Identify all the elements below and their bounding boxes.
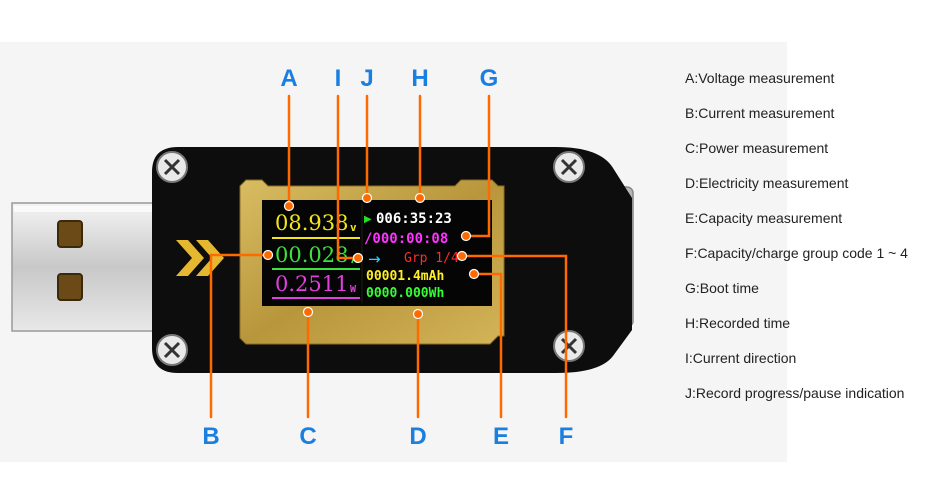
leader-dots <box>262 192 480 320</box>
screw-bottom-left <box>156 334 188 366</box>
legend-item-f: F:Capacity/charge group code 1 ~ 4 <box>685 245 908 261</box>
record-time: 006:35:23 <box>376 211 452 227</box>
dot-a <box>283 200 295 212</box>
callout-b: B <box>202 423 219 450</box>
dot-h <box>414 192 426 204</box>
callout-j: J <box>360 65 373 92</box>
group-code: Grp 1/4 <box>404 251 459 266</box>
callout-c: C <box>299 423 316 450</box>
dot-c <box>302 306 314 318</box>
screw-top-left <box>156 151 188 183</box>
callout-letters: A B C D E F G H I J <box>202 65 573 450</box>
legend-item-a: A:Voltage measurement <box>685 70 835 86</box>
legend-item-i: I:Current direction <box>685 350 797 366</box>
leader-b <box>209 253 270 419</box>
leader-i <box>336 94 360 260</box>
callout-a: A <box>280 65 297 92</box>
capacity-reading: 00001.4mAh <box>366 269 444 284</box>
legend-item-b: B:Current measurement <box>685 105 835 121</box>
dot-e <box>468 268 480 280</box>
power-reading: 0.2511 <box>275 272 348 296</box>
screw-top-right <box>553 151 585 183</box>
callout-d: D <box>409 423 426 450</box>
legend-item-e: E:Capacity measurement <box>685 210 843 226</box>
usb-pin-top <box>57 220 83 248</box>
leader-g <box>466 94 491 238</box>
legend-item-d: D:Electricity measurement <box>685 175 849 191</box>
leader-lines <box>209 94 568 419</box>
usb-a-plug <box>11 202 163 332</box>
current-reading: 00.028 <box>275 243 348 267</box>
callout-g: G <box>480 65 499 92</box>
dot-d <box>412 308 424 320</box>
record-indicator-icon: ▶ <box>364 214 372 225</box>
callout-e: E <box>493 423 509 450</box>
usb-pin-bottom <box>57 273 83 301</box>
current-direction-icon: → <box>368 250 381 268</box>
callout-i: I <box>335 65 342 92</box>
screw-bottom-right <box>553 330 585 362</box>
voltage-reading: 08.938 <box>275 211 348 235</box>
dot-g <box>460 230 472 242</box>
boot-time: /000:00:08 <box>364 231 448 247</box>
leader-e <box>472 272 503 419</box>
lcd-screen <box>262 200 492 306</box>
dot-j <box>361 192 373 204</box>
dot-f <box>456 250 468 262</box>
callout-h: H <box>411 65 428 92</box>
legend-item-h: H:Recorded time <box>685 315 791 331</box>
power-unit: W <box>350 284 357 295</box>
dot-b <box>262 249 274 261</box>
leader-f <box>462 254 568 419</box>
callout-f: F <box>559 423 574 450</box>
legend-item-c: C:Power measurement <box>685 140 829 156</box>
voltage-unit: v <box>350 221 357 234</box>
electricity-reading: 0000.000Wh <box>366 286 444 301</box>
legend-item-g: G:Boot time <box>685 280 759 296</box>
dot-i <box>352 252 364 264</box>
legend-item-j: J:Record progress/pause indication <box>685 385 905 401</box>
